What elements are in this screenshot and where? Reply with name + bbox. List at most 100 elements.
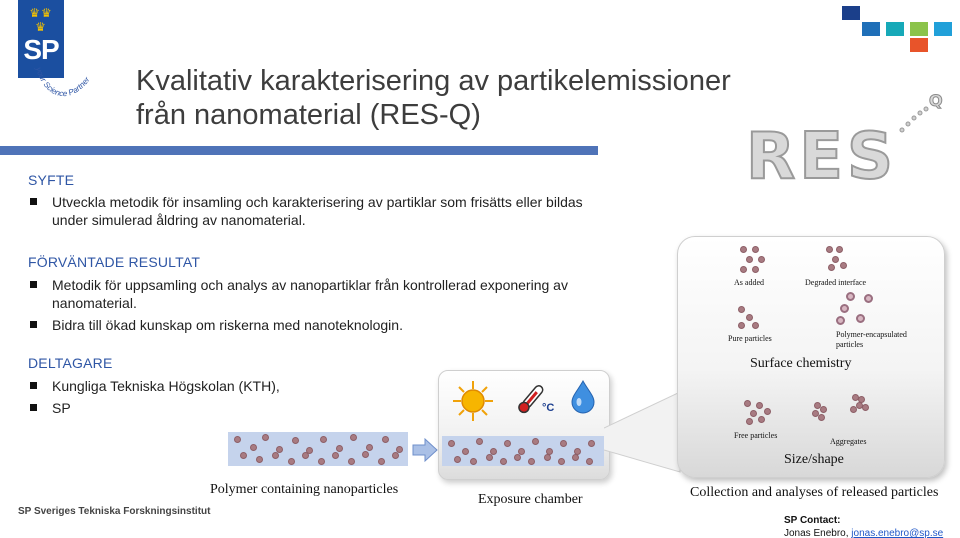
particle-dot xyxy=(814,402,821,409)
svg-text:your Science Partner: your Science Partner xyxy=(34,65,92,98)
particle-dot xyxy=(454,456,461,463)
particle-dot xyxy=(490,448,497,455)
label-free-particles: Free particles xyxy=(734,431,778,440)
crowns-icon: ♛♛♛ xyxy=(29,6,53,34)
syfte-bullet: Utveckla metodik för insamling och karak… xyxy=(28,193,588,229)
thermometer-icon xyxy=(518,385,544,414)
particle-dot xyxy=(392,452,399,459)
section-resultat: FÖRVÄNTADE RESULTAT Metodik för uppsamli… xyxy=(28,254,568,334)
particle-dot xyxy=(378,458,385,465)
particle-dot xyxy=(836,316,845,325)
res-text: RES xyxy=(746,120,897,194)
particle-dot xyxy=(840,304,849,313)
particle-dot xyxy=(818,414,825,421)
contact-heading: SP Contact: xyxy=(784,515,841,526)
particle-dot xyxy=(756,402,763,409)
particle-dot xyxy=(276,446,283,453)
particle-dot xyxy=(846,292,855,301)
particle-dot xyxy=(758,256,765,263)
label-as-added: As added xyxy=(734,278,764,287)
section-syfte: SYFTE Utveckla metodik för insamling och… xyxy=(28,172,588,229)
contact-name: Jonas Enebro, xyxy=(784,528,849,538)
particle-dot xyxy=(518,448,525,455)
particle-dot xyxy=(746,314,753,321)
arrow-right-icon xyxy=(412,438,438,462)
particle-dot xyxy=(862,404,869,411)
particle-dot xyxy=(836,246,843,253)
particle-dot xyxy=(746,418,753,425)
particle-dot xyxy=(744,400,751,407)
particle-dot xyxy=(738,306,745,313)
particle-dot xyxy=(318,458,325,465)
deltagare-bullet-1: Kungliga Tekniska Högskolan (KTH), xyxy=(28,377,388,395)
particle-dot xyxy=(826,246,833,253)
particle-dot xyxy=(820,406,827,413)
particle-dot xyxy=(272,452,279,459)
particle-dot xyxy=(832,256,839,263)
logo-tagline: your Science Partner xyxy=(34,65,92,98)
title-underline-bar xyxy=(0,146,598,155)
label-surface-chemistry: Surface chemistry xyxy=(750,356,852,371)
particle-dot xyxy=(752,322,759,329)
particle-dot xyxy=(558,458,565,465)
logo-tagline-arc: your Science Partner xyxy=(34,65,92,98)
particle-dot xyxy=(864,294,873,303)
particle-dot xyxy=(336,445,343,452)
particle-dot xyxy=(234,436,241,443)
particle-dot xyxy=(486,454,493,461)
collection-label: Collection and analyses of released part… xyxy=(690,485,939,500)
particle-dot xyxy=(366,444,373,451)
page-title: Kvalitativ karakterisering av partikelem… xyxy=(136,65,731,131)
particle-dot xyxy=(764,408,771,415)
label-degraded-interface: Degraded interface xyxy=(805,278,867,287)
section-deltagare: DELTAGARE Kungliga Tekniska Högskolan (K… xyxy=(28,355,388,417)
contact-block: SP Contact: Jonas Enebro, jonas.enebro@s… xyxy=(784,514,943,538)
res-q-logo: RES Q xyxy=(745,91,943,196)
label-size-shape: Size/shape xyxy=(784,452,844,467)
logo-abbrev: SP xyxy=(23,34,59,65)
particle-dot xyxy=(740,266,747,273)
particle-dot xyxy=(306,447,313,454)
particle-dot xyxy=(250,444,257,451)
particle-dot xyxy=(856,314,865,323)
particle-dot xyxy=(586,458,593,465)
particle-dot xyxy=(528,458,535,465)
dotted-trail-icon xyxy=(899,106,929,133)
label-polymer-encapsulated: Polymer-encapsulated particles xyxy=(836,330,907,349)
particle-dot xyxy=(240,452,247,459)
particle-dot xyxy=(850,406,857,413)
particle-dot xyxy=(752,266,759,273)
particle-dot xyxy=(812,410,819,417)
particle-dot xyxy=(448,440,455,447)
particle-dot xyxy=(500,458,507,465)
label-aggregates: Aggregates xyxy=(830,437,867,446)
particle-dot xyxy=(740,246,747,253)
particle-dot xyxy=(560,440,567,447)
polymer-label: Polymer containing nanoparticles xyxy=(210,482,399,497)
resultat-bullet-1: Metodik för uppsamling och analys av nan… xyxy=(28,276,568,312)
particle-dot xyxy=(758,416,765,423)
deltagare-bullet-2: SP xyxy=(28,399,388,417)
particle-dot xyxy=(262,434,269,441)
chamber-label: Exposure chamber xyxy=(478,492,583,507)
sun-icon xyxy=(453,381,493,421)
particle-dot xyxy=(382,436,389,443)
contact-email-link[interactable]: jonas.enebro@sp.se xyxy=(851,528,944,538)
particle-dot xyxy=(320,436,327,443)
particle-dot xyxy=(396,446,403,453)
label-pure-particles: Pure particles xyxy=(728,334,772,343)
heading-resultat: FÖRVÄNTADE RESULTAT xyxy=(28,254,201,270)
particle-dot xyxy=(514,454,521,461)
particle-dot xyxy=(288,458,295,465)
heading-deltagare: DELTAGARE xyxy=(28,355,113,371)
particle-dot xyxy=(532,438,539,445)
particle-dot xyxy=(738,322,745,329)
particle-dot xyxy=(746,256,753,263)
particle-dot xyxy=(302,452,309,459)
contact-line: Jonas Enebro, jonas.enebro@sp.se xyxy=(784,527,943,538)
particle-dot xyxy=(462,448,469,455)
sp-logo: ♛♛♛ SP xyxy=(18,0,64,78)
particle-dot xyxy=(362,451,369,458)
particle-dot xyxy=(828,264,835,271)
temperature-unit: °C xyxy=(542,402,555,414)
